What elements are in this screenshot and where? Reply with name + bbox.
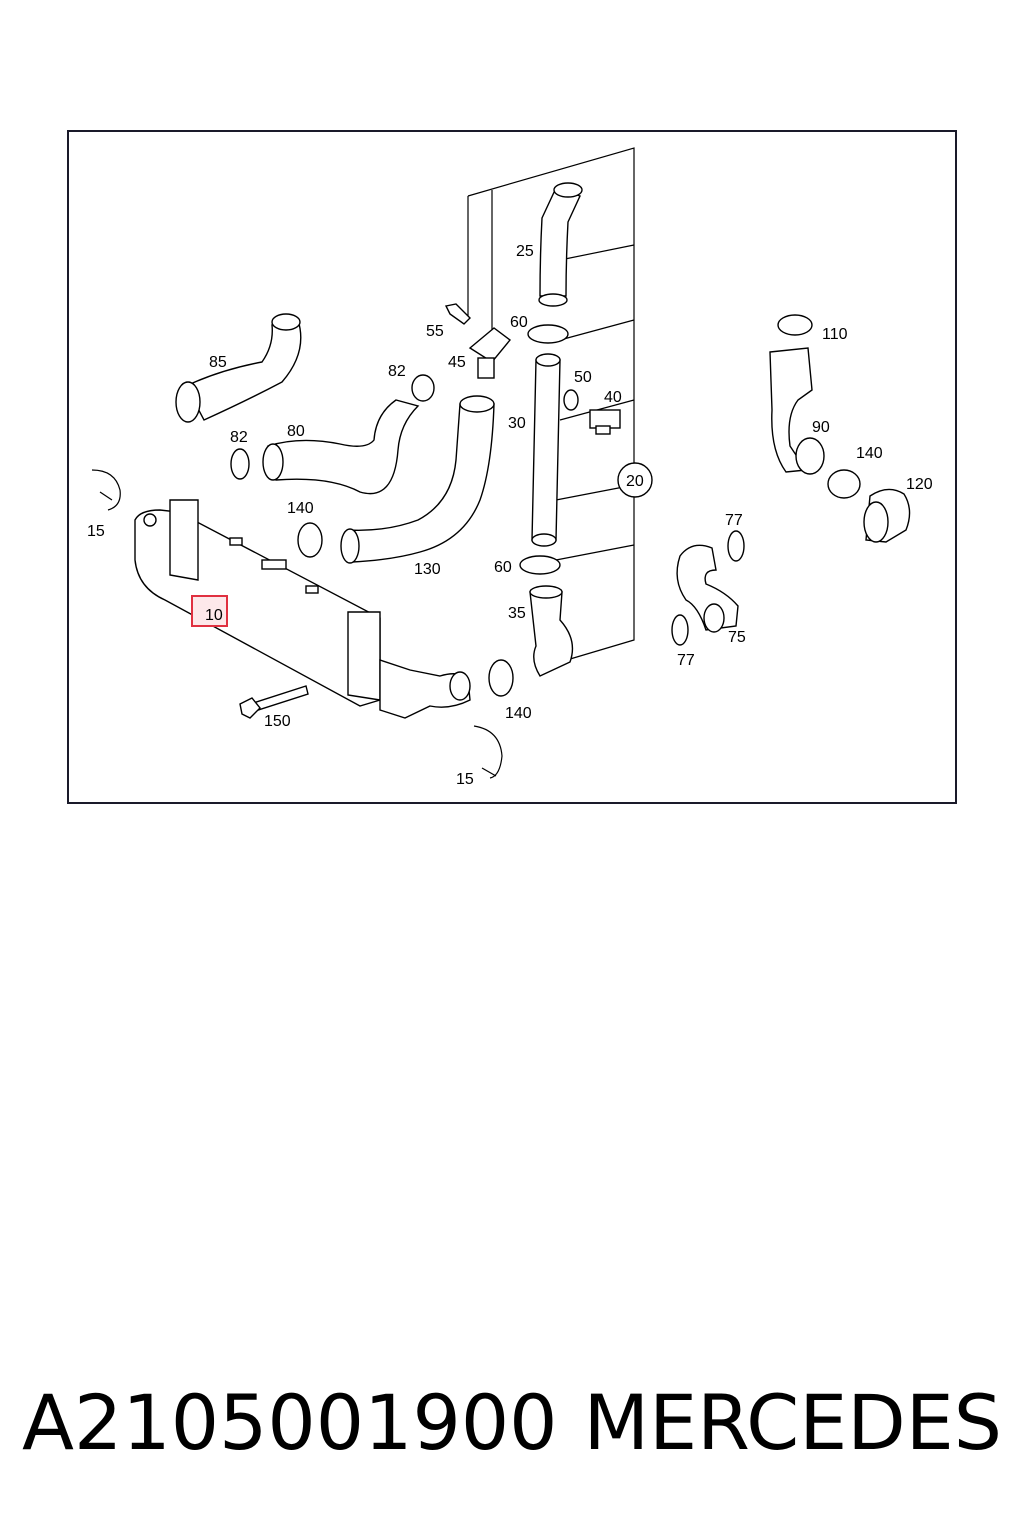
callout-80: 80	[287, 423, 305, 440]
seal-77-lower	[671, 614, 689, 646]
connector-90	[769, 347, 825, 475]
part-number: A2105001900	[22, 1378, 558, 1467]
callout-60-top: 60	[510, 314, 528, 331]
callout-120: 120	[906, 476, 933, 493]
screw-55	[444, 303, 471, 325]
bolt-150	[239, 685, 309, 719]
clamp-60-bottom	[519, 555, 561, 575]
pipe-35	[529, 585, 574, 677]
callout-110: 110	[822, 326, 848, 343]
clamp-140-bottom	[488, 659, 514, 697]
diagram-frame	[67, 130, 957, 804]
hose-75	[676, 544, 739, 633]
pipe-30	[531, 353, 561, 547]
callout-140-left: 140	[287, 500, 314, 517]
callout-60-bottom: 60	[494, 559, 512, 576]
callout-10: 10	[205, 607, 223, 624]
clip-15-left	[91, 469, 121, 511]
callout-15-bottom: 15	[456, 771, 474, 788]
callout-55: 55	[426, 323, 444, 340]
hose-80	[262, 399, 420, 495]
callout-40: 40	[604, 389, 622, 406]
clamp-60-top	[527, 324, 569, 344]
callout-30: 30	[508, 415, 526, 432]
pipe-25	[538, 182, 583, 307]
parts-diagram: 10 15 15 20 25 30 35 40 45 50 55 60 60 7…	[67, 130, 957, 804]
callout-77-upper: 77	[725, 512, 743, 529]
caption: A2105001900 MERCEDES	[0, 1368, 1024, 1478]
callout-140-right: 140	[856, 445, 883, 462]
clip-15-bottom	[473, 725, 503, 779]
highlight-box-10	[191, 595, 228, 627]
sensor-45	[468, 327, 512, 379]
seal-50	[563, 389, 579, 411]
callout-82-upper: 82	[388, 363, 406, 380]
seal-82-lower	[230, 448, 250, 480]
hose-130	[340, 395, 495, 564]
clamp-140-right	[827, 469, 861, 499]
callout-77-lower: 77	[677, 652, 695, 669]
callout-82-lower: 82	[230, 429, 248, 446]
callout-50: 50	[574, 369, 592, 386]
seal-110	[777, 314, 813, 336]
intercooler	[134, 499, 471, 719]
callout-140-bottom: 140	[505, 705, 532, 722]
callout-25: 25	[516, 243, 534, 260]
brand-name: MERCEDES	[583, 1378, 1002, 1467]
elbow-120	[863, 488, 911, 543]
callout-35: 35	[508, 605, 526, 622]
hose-85	[175, 313, 302, 423]
callout-labels: 10 15 15 20 25 30 35 40 45 50 55 60 60 7…	[87, 243, 933, 788]
callout-20: 20	[626, 473, 644, 490]
callout-90: 90	[812, 419, 830, 436]
callout-150: 150	[264, 713, 291, 730]
clamp-140-left	[297, 522, 323, 558]
callout-45: 45	[448, 354, 466, 371]
seal-77-upper	[727, 530, 745, 562]
reference-circle-20	[617, 462, 653, 498]
callout-75: 75	[728, 629, 746, 646]
callout-130: 130	[414, 561, 441, 578]
callout-15-left: 15	[87, 523, 105, 540]
callout-85: 85	[209, 354, 227, 371]
sensor-40	[589, 409, 621, 435]
seal-82-upper	[411, 374, 435, 402]
